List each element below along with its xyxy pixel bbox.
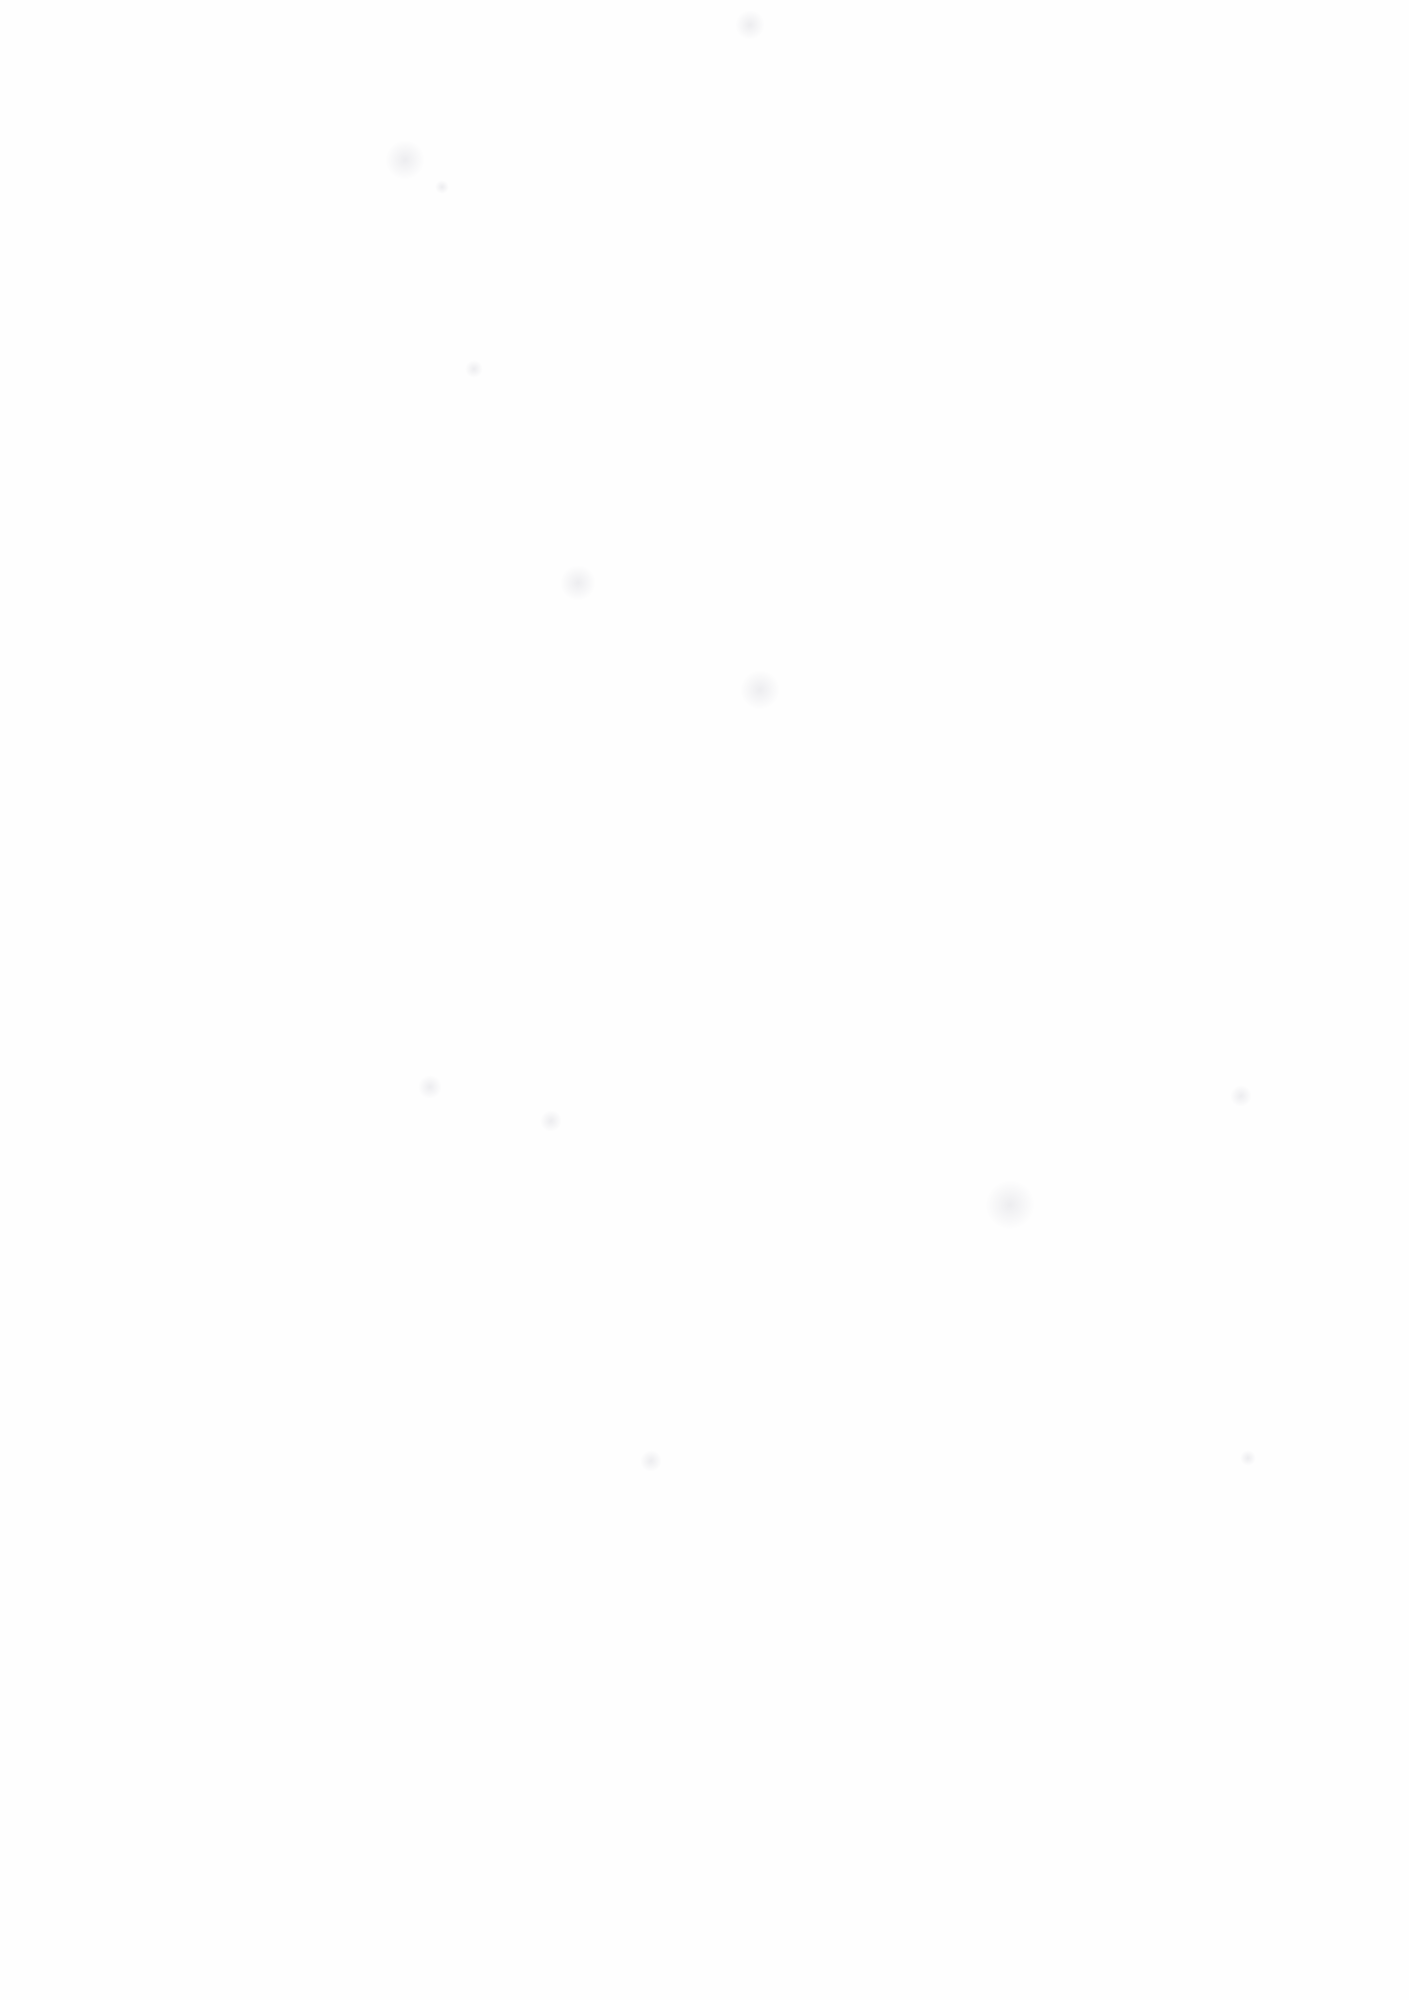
- dust-speck: [640, 1450, 662, 1472]
- dust-speck: [560, 565, 596, 601]
- dust-speck: [735, 10, 765, 40]
- dust-speck: [740, 670, 780, 710]
- dust-speck: [418, 1075, 442, 1099]
- dust-speck: [385, 140, 425, 180]
- dust-speck: [435, 180, 449, 194]
- dust-speck: [1230, 1085, 1252, 1107]
- dust-speck: [985, 1180, 1035, 1230]
- dust-speck: [540, 1110, 562, 1132]
- dust-speck: [1240, 1450, 1256, 1466]
- dust-speck: [465, 360, 483, 378]
